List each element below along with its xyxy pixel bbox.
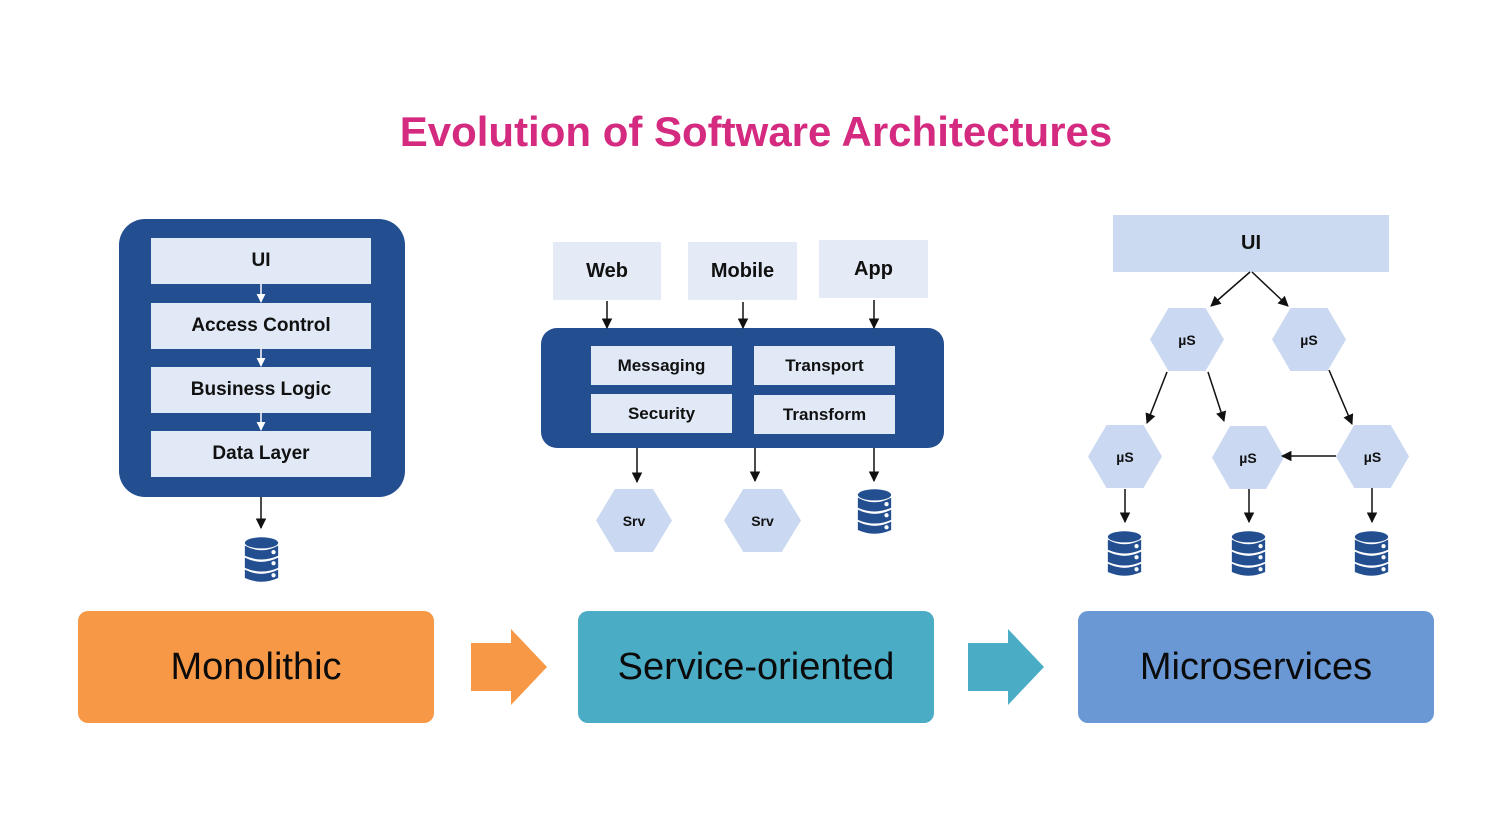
monolith-layer-access-control: Access Control: [151, 303, 371, 349]
stage-microservices: Microservices: [1078, 611, 1434, 723]
microservice-bottom-right: µS: [1336, 425, 1409, 488]
microservice-top-left: µS: [1150, 308, 1224, 371]
arrow-ms-tl-to-ms-bl: [1145, 371, 1168, 424]
page-title: Evolution of Software Architectures: [399, 108, 1113, 155]
bus-transport: Transport: [754, 346, 895, 385]
stage-microservices-label: Microservices: [1139, 645, 1373, 688]
bus-security: Security: [591, 394, 732, 433]
monolith-layer-business-logic: Business Logic: [151, 367, 371, 413]
soa-service-2: Srv: [724, 489, 801, 552]
stage-arrow-2: [968, 629, 1044, 705]
database-icon: [244, 537, 279, 582]
soa-service-1: Srv: [596, 489, 672, 552]
stage-arrow-1: [471, 629, 547, 705]
soa-client-mobile: Mobile: [688, 242, 797, 300]
arrow-ui-to-ms-top-right: [1251, 271, 1289, 307]
stage-service-oriented: Service-oriented: [578, 611, 934, 723]
bus-transform: Transform: [754, 395, 895, 434]
database-icon: [1231, 531, 1266, 576]
monolith-layer-data-layer: Data Layer: [151, 431, 371, 477]
arrow-ms-tl-to-ms-bm: [1207, 371, 1227, 422]
stage-monolithic: Monolithic: [78, 611, 434, 723]
stage-monolithic-label: Monolithic: [170, 645, 342, 688]
microservice-top-right: µS: [1272, 308, 1346, 371]
database-icon: [1354, 531, 1389, 576]
arrow-ms-tr-to-ms-br: [1328, 369, 1354, 425]
monolith-layer-ui: UI: [151, 238, 371, 284]
microservice-bottom-middle: µS: [1212, 426, 1284, 489]
microservice-bottom-left: µS: [1088, 425, 1162, 488]
arrow-ui-to-ms-top-left: [1210, 271, 1251, 307]
database-icon: [857, 489, 892, 534]
stage-service-oriented-label: Service-oriented: [617, 645, 895, 688]
soa-client-web: Web: [553, 242, 661, 300]
bus-messaging: Messaging: [591, 346, 732, 385]
soa-client-app: App: [819, 240, 928, 298]
database-icon: [1107, 531, 1142, 576]
micro-ui: UI: [1113, 215, 1389, 272]
